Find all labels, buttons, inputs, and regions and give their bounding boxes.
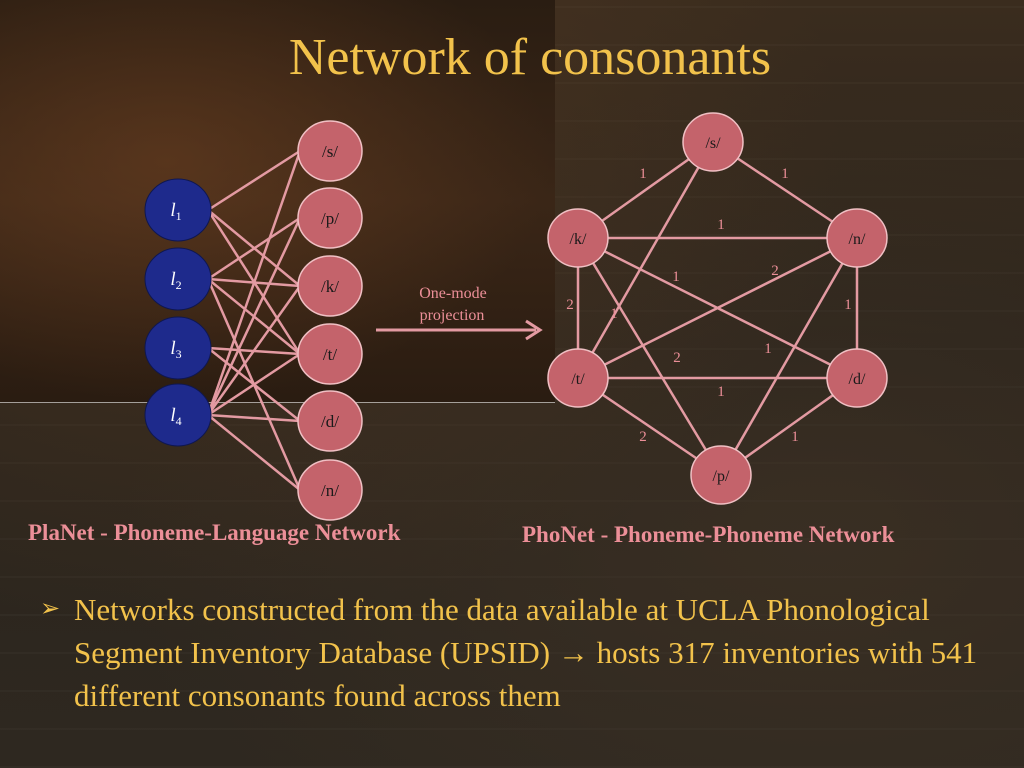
bullet-point: ➢ Networks constructed from the data ava… — [40, 588, 980, 717]
planet-phoneme-nodes: /s/ /p/ /k/ /t/ /d/ /n/ — [297, 120, 363, 521]
phonet-edges — [576, 140, 859, 477]
planet-edge-11 — [206, 285, 302, 416]
planet-edge-3 — [207, 216, 301, 281]
bullet-text: Networks constructed from the data avail… — [74, 592, 978, 713]
planet-edge-9 — [206, 150, 302, 416]
planet-phoneme-node-3: /t/ — [297, 323, 363, 385]
phonet-caption: PhoNet - Phoneme-Phoneme Network — [522, 522, 895, 547]
planet-edge-14 — [207, 414, 301, 491]
phonet-weight-12: 1 — [791, 429, 799, 445]
bullet-arrow-icon: ➢ — [40, 596, 61, 622]
phonet-edge-6 — [576, 237, 723, 476]
planet-edge-12 — [207, 352, 301, 417]
language-node-label: l2 — [170, 269, 181, 292]
phonet-weight-8: 1 — [844, 297, 852, 313]
phonet-edge-9 — [719, 237, 859, 476]
phonet-node-label: /k/ — [570, 231, 587, 248]
phonet-edge-7 — [577, 236, 858, 380]
planet-phoneme-label: /k/ — [321, 277, 339, 296]
phonet-weight-5: 1 — [672, 269, 680, 285]
phonet-weight-4: 2 — [566, 297, 574, 313]
planet-phoneme-node-1: /p/ — [297, 187, 363, 249]
planet-phoneme-label: /d/ — [321, 412, 339, 431]
phonet-node-label: /p/ — [713, 468, 730, 485]
phonet-weight-0: 1 — [639, 166, 647, 182]
phonet-nodes: /s/ /k/ /n/ /t/ /d/ /p/ — [547, 112, 888, 505]
phonet-node-0: /s/ — [682, 112, 744, 172]
phonet-node-4: /d/ — [826, 348, 888, 408]
language-node-label: l4 — [170, 405, 181, 428]
phonet-weight-10: 1 — [717, 384, 725, 400]
projection-arrow — [376, 319, 543, 341]
planet-phoneme-label: /s/ — [322, 142, 338, 161]
phonet-weight-3: 1 — [717, 217, 725, 233]
language-node-1: l1 — [144, 178, 212, 242]
planet-caption: PlaNet - Phoneme-Language Network — [28, 520, 401, 545]
phonet-node-label: /n/ — [849, 231, 866, 248]
phonet-node-1: /k/ — [547, 208, 609, 268]
planet-phoneme-label: /n/ — [321, 481, 339, 500]
language-node-4: l4 — [144, 383, 212, 447]
planet-phoneme-node-2: /k/ — [297, 255, 363, 317]
planet-phoneme-label: /p/ — [321, 209, 339, 228]
phonet-weight-1: 1 — [781, 166, 789, 182]
projection-label-line1: One-mode — [419, 285, 487, 302]
phonet-weight-7: 2 — [771, 263, 779, 279]
phonet-node-5: /p/ — [690, 445, 752, 505]
planet-language-nodes: l1 l2 l3 l4 — [144, 178, 212, 447]
language-node-label: l1 — [170, 200, 181, 223]
phonet-node-2: /n/ — [826, 208, 888, 268]
planet-edges — [206, 149, 302, 491]
phonet-weight-9: 1 — [764, 341, 772, 357]
phonet-node-label: /t/ — [571, 371, 585, 388]
planet-edge-0 — [207, 149, 301, 212]
phonet-node-label: /d/ — [849, 371, 866, 388]
planet-edge-10 — [206, 217, 302, 416]
phonet-node-3: /t/ — [547, 348, 609, 408]
projection-label-line2: projection — [420, 307, 485, 324]
phonet-node-label: /s/ — [705, 135, 721, 152]
planet-phoneme-node-4: /d/ — [297, 390, 363, 452]
planet-phoneme-label: /t/ — [323, 345, 337, 364]
planet-edge-13 — [207, 413, 301, 423]
phonet-weight-6: 2 — [673, 350, 681, 366]
planet-phoneme-node-0: /s/ — [297, 120, 363, 182]
phonet-edge-2 — [576, 141, 715, 379]
language-node-2: l2 — [144, 247, 212, 311]
slide-title: Network of consonants — [288, 29, 772, 86]
phonet-weight-11: 2 — [639, 429, 647, 445]
planet-phoneme-node-5: /n/ — [297, 459, 363, 521]
language-node-label: l3 — [170, 338, 181, 361]
phonet-edge-weights: 1 1 1 2 1 2 2 1 1 1 2 1 1 — [566, 166, 852, 445]
language-node-3: l3 — [144, 316, 212, 380]
phonet-weight-13: 1 — [610, 306, 618, 322]
